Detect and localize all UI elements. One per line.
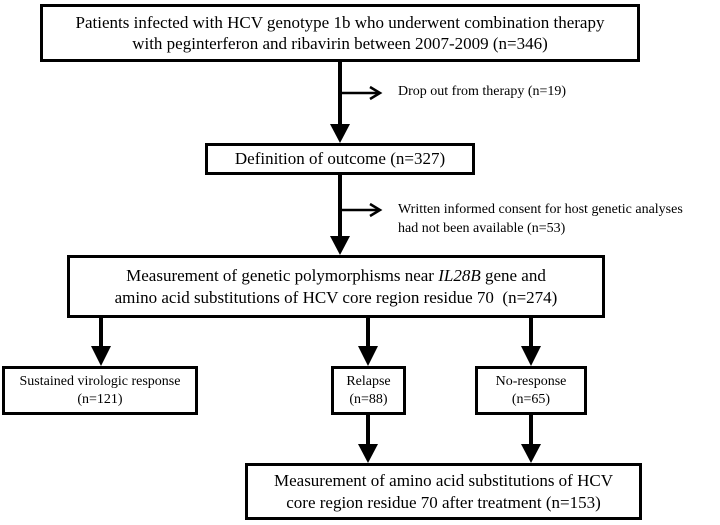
arrow-patients-to-outcome — [330, 62, 350, 143]
measurement-box: Measurement of genetic polymorphisms nea… — [67, 255, 605, 318]
final-box-line2: core region residue 70 after treatment (… — [286, 492, 601, 512]
outcome-box-text: Definition of outcome (n=327) — [234, 149, 446, 169]
dropout-note-text: Drop out from therapy (n=19) — [398, 84, 567, 99]
arrow-to-relapse — [358, 318, 378, 366]
arrow-to-noresponse — [521, 318, 541, 366]
patients-box-line1: Patients infected with HCV genotype 1b w… — [75, 12, 605, 32]
measurement-box-line2: amino acid substitutions of HCV core reg… — [114, 287, 558, 307]
noresponse-box: No-response (n=65) — [475, 366, 587, 415]
final-box: Measurement of amino acid substitutions … — [245, 463, 642, 520]
patients-box: Patients infected with HCV genotype 1b w… — [40, 4, 640, 62]
relapse-box-line1: Relapse — [346, 374, 391, 389]
measurement-box-line1: Measurement of genetic polymorphisms nea… — [126, 265, 546, 286]
patients-box-line2: with peginterferon and ribavirin between… — [132, 34, 548, 53]
svr-box: Sustained virologic response (n=121) — [2, 366, 198, 415]
noresponse-box-line2: (n=65) — [511, 391, 551, 407]
svr-box-line1: Sustained virologic response — [19, 374, 181, 389]
svr-box-line2: (n=121) — [77, 391, 123, 407]
arrow-consent — [340, 202, 383, 218]
gene-name: IL28B — [438, 266, 481, 286]
consent-note: Written informed consent for host geneti… — [398, 201, 683, 239]
relapse-box: Relapse (n=88) — [331, 366, 406, 415]
final-box-line1: Measurement of amino acid substitutions … — [273, 471, 613, 491]
measurement-line1-suffix: gene and — [480, 266, 546, 286]
consent-note-line2: had not been available (n=53) — [398, 220, 566, 236]
arrow-outcome-to-measurement — [330, 175, 350, 255]
relapse-box-line2: (n=88) — [349, 391, 388, 407]
outcome-box: Definition of outcome (n=327) — [205, 143, 475, 175]
arrow-dropout — [340, 85, 383, 101]
noresponse-box-line1: No-response — [495, 374, 567, 389]
arrow-noresponse-to-final — [521, 415, 541, 463]
arrow-to-svr — [91, 318, 111, 366]
consent-note-line1: Written informed consent for host geneti… — [398, 202, 683, 217]
dropout-note: Drop out from therapy (n=19) — [398, 83, 566, 102]
arrow-relapse-to-final — [358, 415, 378, 463]
measurement-line1-prefix: Measurement of genetic polymorphisms nea… — [126, 266, 439, 286]
